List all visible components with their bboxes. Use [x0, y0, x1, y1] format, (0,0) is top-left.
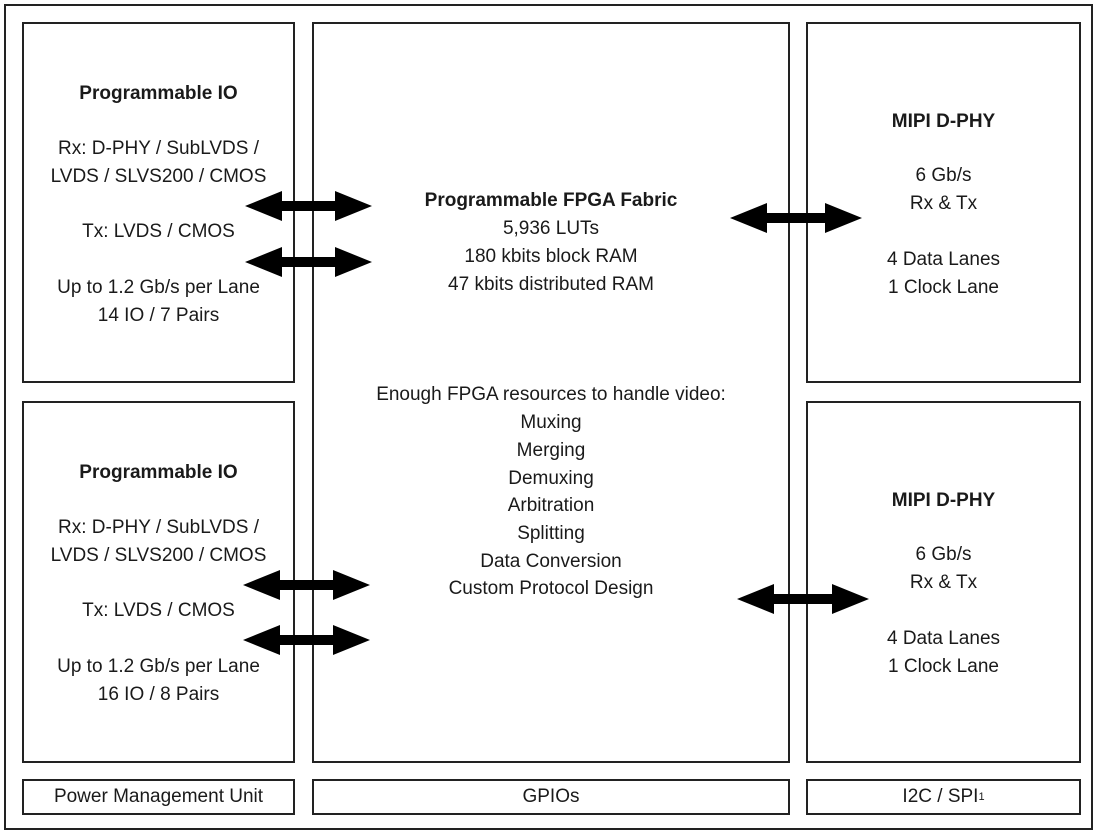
tx-standards: Tx: LVDS / CMOS	[82, 221, 235, 242]
mipi-dphy-top-block: MIPI D-PHY 6 Gb/s Rx & Tx 4 Data Lanes 1…	[806, 22, 1081, 383]
fpga-fabric-block: Programmable FPGA Fabric 5,936 LUTs 180 …	[312, 22, 790, 763]
resource-item: Data Conversion	[480, 551, 622, 572]
block-title: MIPI D-PHY	[891, 111, 996, 132]
data-lanes: 4 Data Lanes	[886, 628, 1001, 649]
pmu-label: Power Management Unit	[53, 786, 264, 807]
resource-item: Custom Protocol Design	[448, 578, 654, 599]
lane-speed: Up to 1.2 Gb/s per Lane	[57, 277, 260, 298]
lut-count: 5,936 LUTs	[502, 218, 600, 239]
clock-lane: 1 Clock Lane	[888, 656, 999, 677]
rx-standards-line-1: Rx: D-PHY / SubLVDS /	[58, 517, 259, 538]
programmable-io-bottom-block: Programmable IO Rx: D-PHY / SubLVDS / LV…	[22, 401, 295, 763]
block-title: MIPI D-PHY	[891, 490, 996, 511]
block-title: Programmable IO	[79, 462, 238, 483]
lane-speed: Up to 1.2 Gb/s per Lane	[57, 656, 260, 677]
io-pin-count: 14 IO / 7 Pairs	[97, 305, 220, 326]
resource-item: Merging	[516, 440, 586, 461]
rx-standards-line-1: Rx: D-PHY / SubLVDS /	[58, 138, 259, 159]
resources-heading: Enough FPGA resources to handle video:	[376, 384, 726, 405]
mipi-dphy-bottom-block: MIPI D-PHY 6 Gb/s Rx & Tx 4 Data Lanes 1…	[806, 401, 1081, 763]
data-rate: 6 Gb/s	[915, 544, 972, 565]
block-ram: 180 kbits block RAM	[464, 246, 638, 267]
power-management-unit-block: Power Management Unit	[22, 779, 295, 815]
resource-item: Demuxing	[508, 468, 594, 489]
direction: Rx & Tx	[909, 572, 978, 593]
resource-item: Arbitration	[507, 495, 595, 516]
i2c-spi-text: I2C / SPI	[902, 786, 979, 807]
fabric-title: Programmable FPGA Fabric	[424, 190, 678, 211]
block-title: Programmable IO	[79, 83, 238, 104]
distributed-ram: 47 kbits distributed RAM	[448, 274, 654, 295]
tx-standards: Tx: LVDS / CMOS	[82, 600, 235, 621]
gpios-label: GPIOs	[522, 786, 580, 807]
resource-item: Muxing	[520, 412, 582, 433]
rx-standards-line-2: LVDS / SLVS200 / CMOS	[50, 166, 267, 187]
resource-item: Splitting	[517, 523, 585, 544]
programmable-io-top-block: Programmable IO Rx: D-PHY / SubLVDS / LV…	[22, 22, 295, 383]
diagram-frame	[4, 4, 1093, 830]
data-rate: 6 Gb/s	[915, 165, 972, 186]
io-pin-count: 16 IO / 8 Pairs	[97, 684, 220, 705]
rx-standards-line-2: LVDS / SLVS200 / CMOS	[50, 545, 267, 566]
direction: Rx & Tx	[909, 193, 978, 214]
data-lanes: 4 Data Lanes	[886, 249, 1001, 270]
clock-lane: 1 Clock Lane	[888, 277, 999, 298]
gpios-block: GPIOs	[312, 779, 790, 815]
